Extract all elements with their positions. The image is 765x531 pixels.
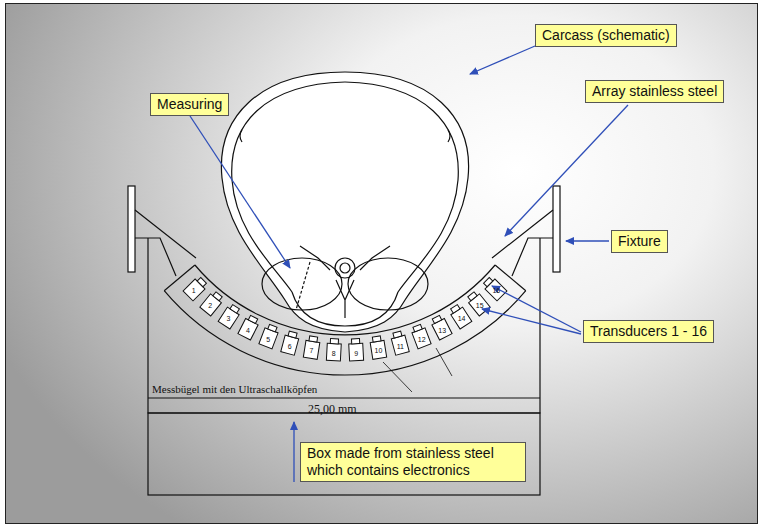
transducer-array: [183, 275, 507, 361]
callout-text: Transducers 1 - 16: [590, 323, 707, 340]
callout-number: 12: [416, 336, 428, 344]
callout-text: Box made from stainless steel which cont…: [307, 445, 519, 479]
transducer: [348, 338, 363, 361]
callout-text: Array stainless steel: [592, 83, 717, 100]
transducer: [430, 314, 452, 340]
transducer: [448, 303, 472, 329]
transducer: [218, 303, 242, 329]
fixture-plate: [553, 186, 560, 272]
callout-number: 8: [328, 350, 340, 358]
transducer: [410, 323, 431, 349]
callout-number: 6: [284, 343, 296, 351]
transducer: [200, 290, 225, 316]
callout-text: Measuring: [157, 96, 222, 113]
fixture-plate: [128, 186, 135, 272]
callout-number: 10: [372, 347, 384, 355]
callout-number: 1: [188, 287, 200, 295]
transducer: [390, 330, 409, 355]
transducer: [481, 275, 506, 300]
electronics-box: [148, 413, 540, 495]
transducer: [281, 330, 300, 355]
loin-muscle: [348, 258, 428, 310]
callout-number: 4: [242, 327, 254, 335]
callout-number: 5: [262, 336, 274, 344]
transducer: [326, 338, 341, 361]
callout-box: Box made from stainless steel which cont…: [300, 442, 526, 482]
transducer: [303, 335, 320, 359]
callout-number: 13: [436, 327, 448, 335]
leader-lines: [190, 46, 628, 482]
callout-box: Array stainless steel: [585, 80, 724, 103]
transducer: [259, 323, 280, 349]
callout-number: 3: [222, 315, 234, 323]
callout-box: Transducers 1 - 16: [583, 320, 714, 343]
callout-number: 9: [350, 350, 362, 358]
callout-number: 2: [204, 302, 216, 310]
callout-number: 16: [490, 287, 502, 295]
callout-text: Carcass (schematic): [542, 27, 670, 44]
transducer: [238, 314, 260, 340]
transducer: [183, 275, 208, 300]
callout-box: Carcass (schematic): [535, 24, 677, 47]
carcass: [221, 72, 468, 332]
loin-muscle: [262, 258, 342, 310]
callout-text: Fixture: [618, 233, 661, 250]
callout-number: 11: [394, 343, 406, 351]
callout-number: 14: [456, 315, 468, 323]
dimension-label: 25,00 mm: [308, 402, 357, 417]
spinal-canal: [335, 258, 355, 278]
callout-box: Measuring: [150, 93, 229, 116]
callout-number: 7: [306, 347, 318, 355]
transducer: [369, 335, 386, 359]
transducer: [465, 290, 490, 316]
german-caption: Messbügel mit den Ultraschallköpfen: [152, 383, 317, 395]
callout-box: Fixture: [611, 230, 668, 253]
callout-number: 15: [474, 302, 486, 310]
